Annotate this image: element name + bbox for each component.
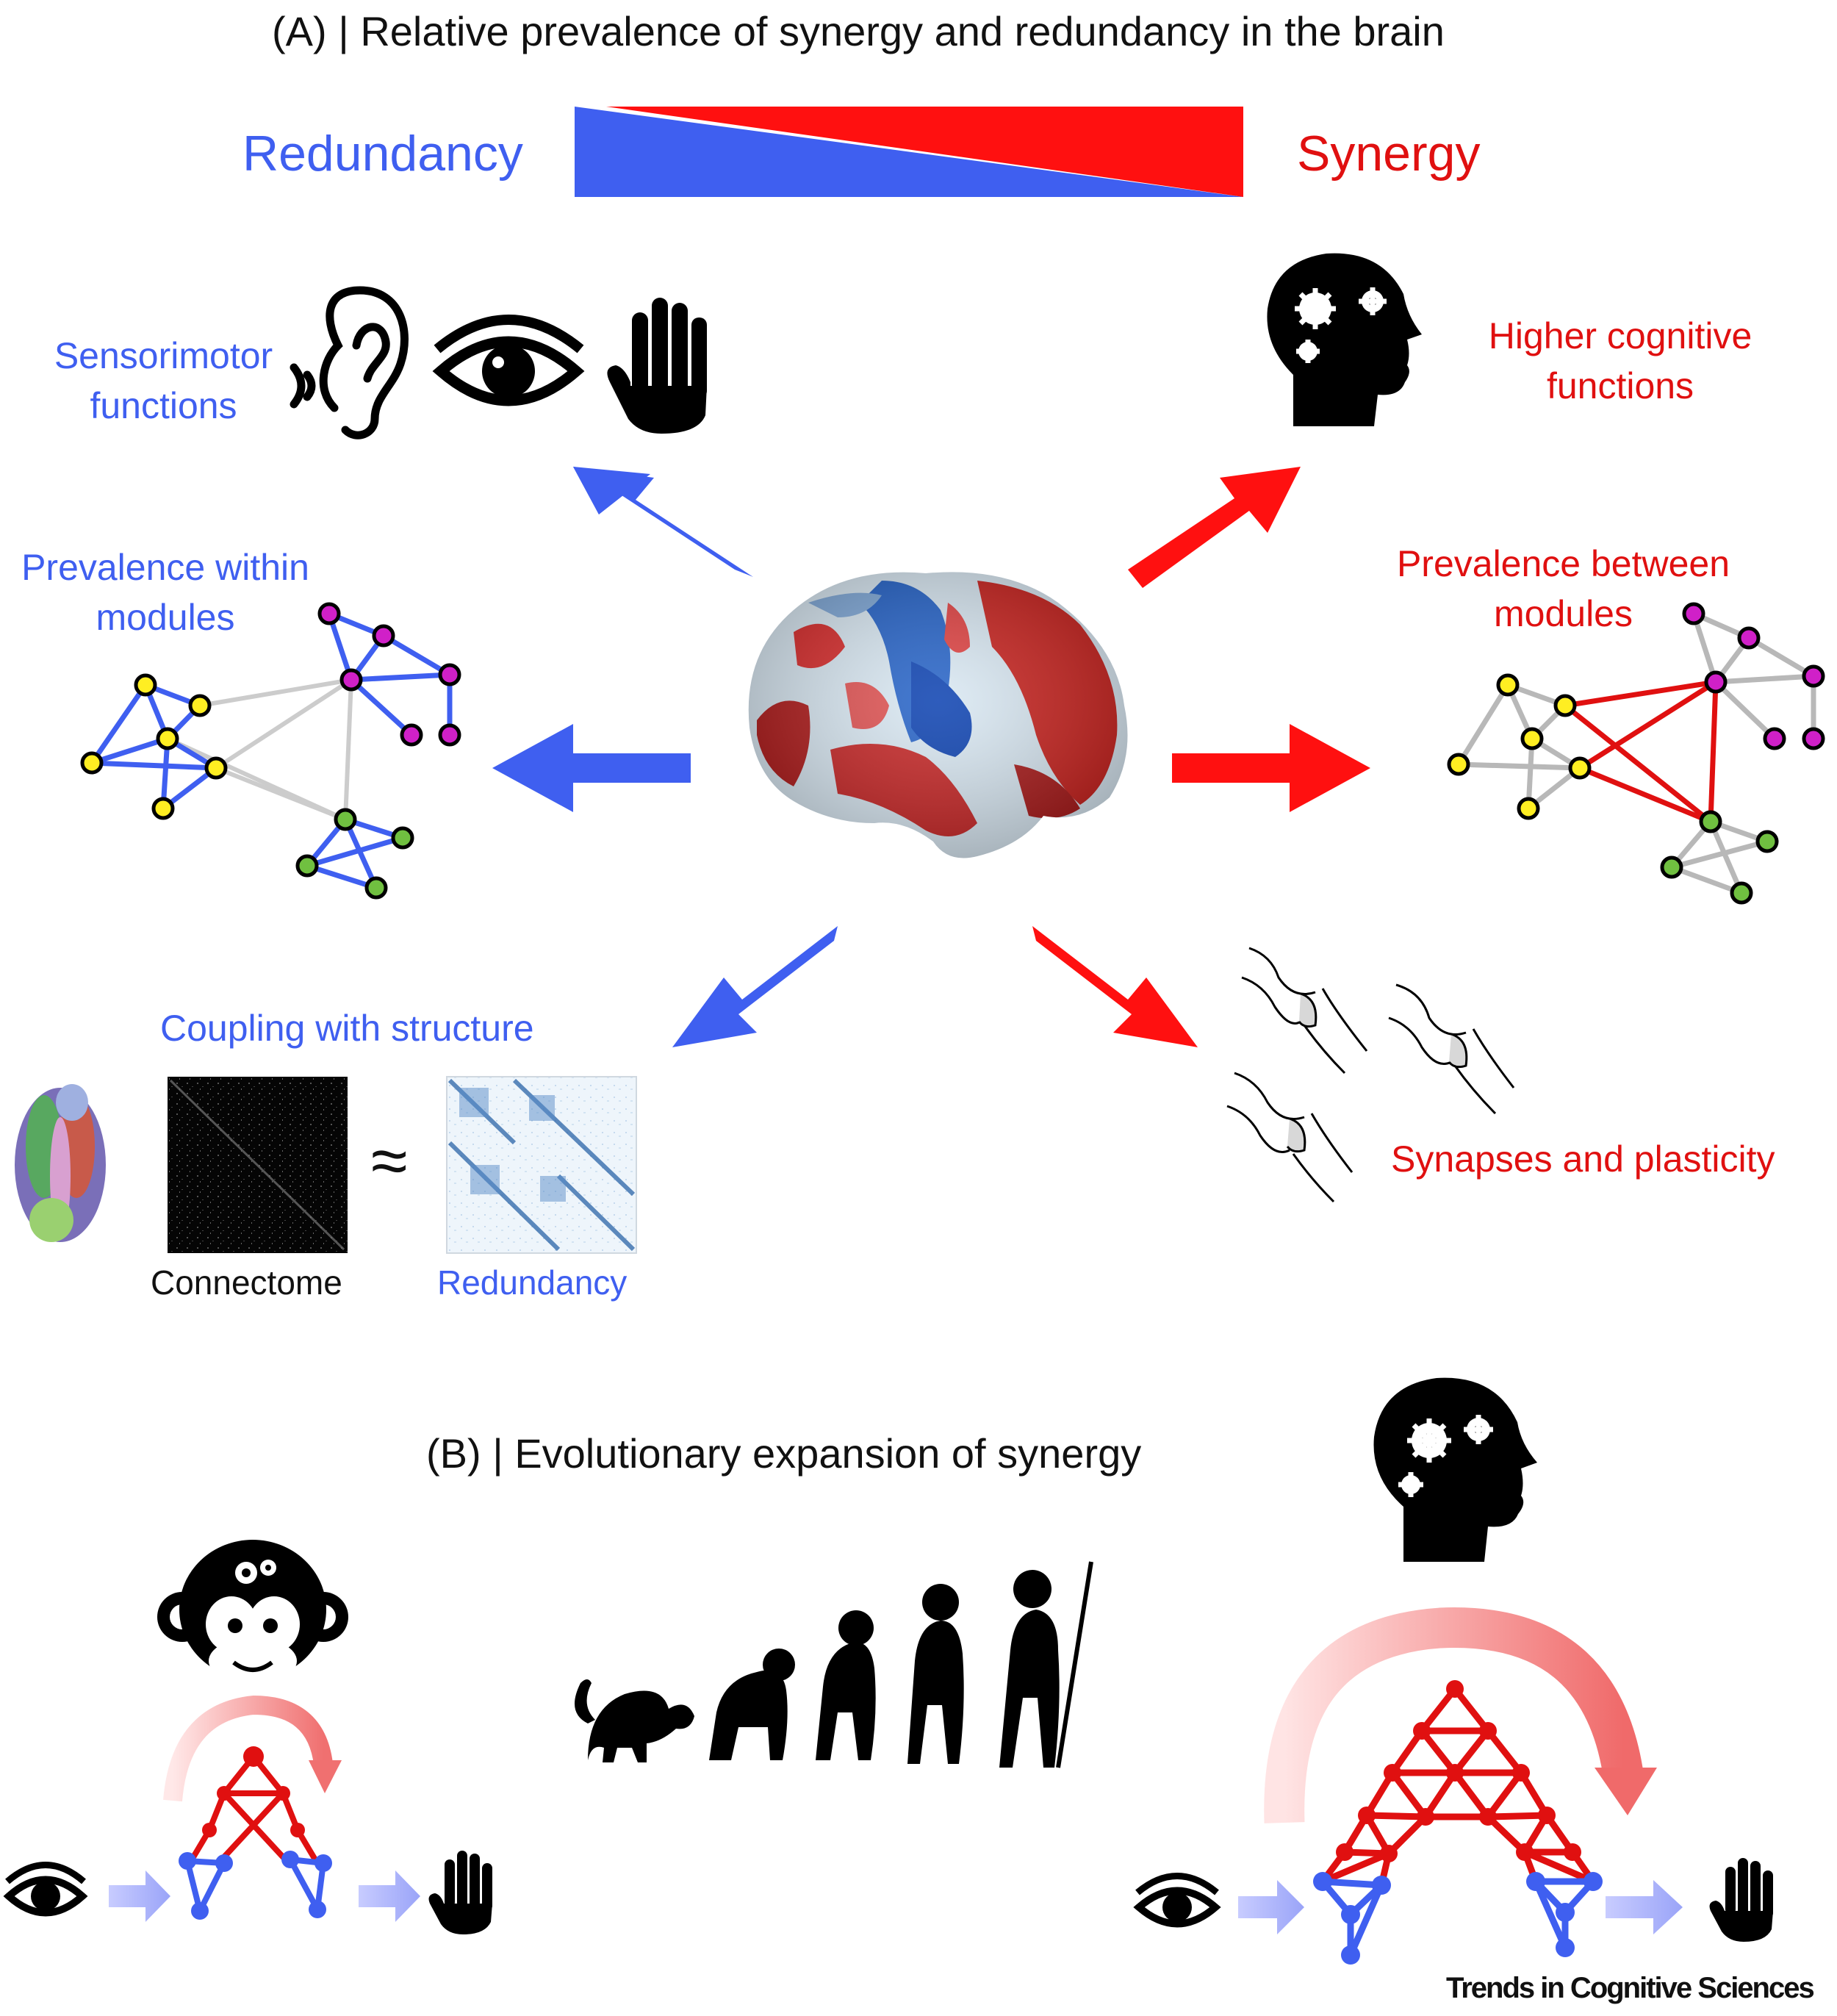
redundancy-matrix-label: Redundancy [437,1263,628,1302]
within-modules-label: Prevalence within modules [0,542,331,642]
arrow-to-within-modules [492,724,691,812]
panel-b-title: (B) | Evolutionary expansion of synergy [426,1430,1142,1477]
ear-icon [290,286,409,440]
hand-icon [607,298,707,434]
higher-cognitive-label: Higher cognitive functions [1459,311,1782,411]
within-modules-network [80,602,461,900]
synapse-icon [1241,947,1368,1075]
input-arrow [109,1870,170,1922]
prevalence-bar [575,107,1243,197]
arrow-to-sensorimotor [573,467,753,577]
arrow-to-between-modules [1172,724,1370,812]
redundancy-wedge [575,107,1243,197]
evolution-silhouettes [575,1561,1093,1768]
higher-cognitive-label-line2: functions [1546,365,1694,406]
human-arc-arrow [1264,1607,1657,1823]
connectome-diagonal [169,1079,345,1251]
journal-footer: Trends in Cognitive Sciences [1446,1972,1815,2004]
between-modules-label: Prevalence between modules [1367,539,1760,639]
within-modules-label-line1: Prevalence within [21,547,309,588]
arrow-to-coupling [672,926,838,1047]
approx-symbol: ≈ [371,1124,408,1198]
sensorimotor-label-line2: functions [90,385,237,426]
between-modules-label-line1: Prevalence between [1396,543,1730,584]
hand-icon [1709,1858,1773,1942]
eye-icon [432,315,585,406]
sensorimotor-label-line1: Sensorimotor [54,335,273,376]
brain-image [748,572,1128,858]
panel-a-title: (A) | Relative prevalence of synergy and… [272,8,1445,54]
higher-cognitive-label-line1: Higher cognitive [1488,315,1752,356]
synergy-bar-label: Synergy [1297,126,1481,182]
arrow-to-synapses [1032,926,1198,1047]
eye-icon [1133,1873,1221,1928]
monkey-synergy-network [179,1746,332,1920]
connectome-label: Connectome [151,1263,342,1302]
synapse-icon [1226,1072,1354,1203]
head-gears-icon [1373,1377,1537,1562]
monkey-gears-icon [157,1540,348,1685]
between-modules-label-line2: modules [1494,593,1633,634]
input-arrow [1238,1880,1304,1934]
hand-icon [428,1851,492,1934]
output-arrow [1606,1880,1683,1934]
output-arrow [359,1870,420,1922]
coupling-label: Coupling with structure [160,1008,534,1049]
within-modules-label-line2: modules [96,597,235,638]
synapse-icon [1388,983,1515,1115]
redundancy-bar-label: Redundancy [242,126,523,182]
head-gears-icon [1267,253,1422,426]
synapses-label: Synapses and plasticity [1391,1138,1775,1180]
tractography-brain [15,1084,106,1242]
eye-icon [3,1862,88,1917]
monkey-arc-arrow [163,1695,342,1802]
redundancy-matrix-clusters [459,1088,566,1202]
synergy-wedge [606,107,1243,197]
sensorimotor-label: Sensorimotor functions [33,331,294,431]
between-modules-network [1447,602,1825,905]
arrow-to-higher-cognitive [1128,467,1301,588]
human-synergy-network [1313,1680,1603,1965]
